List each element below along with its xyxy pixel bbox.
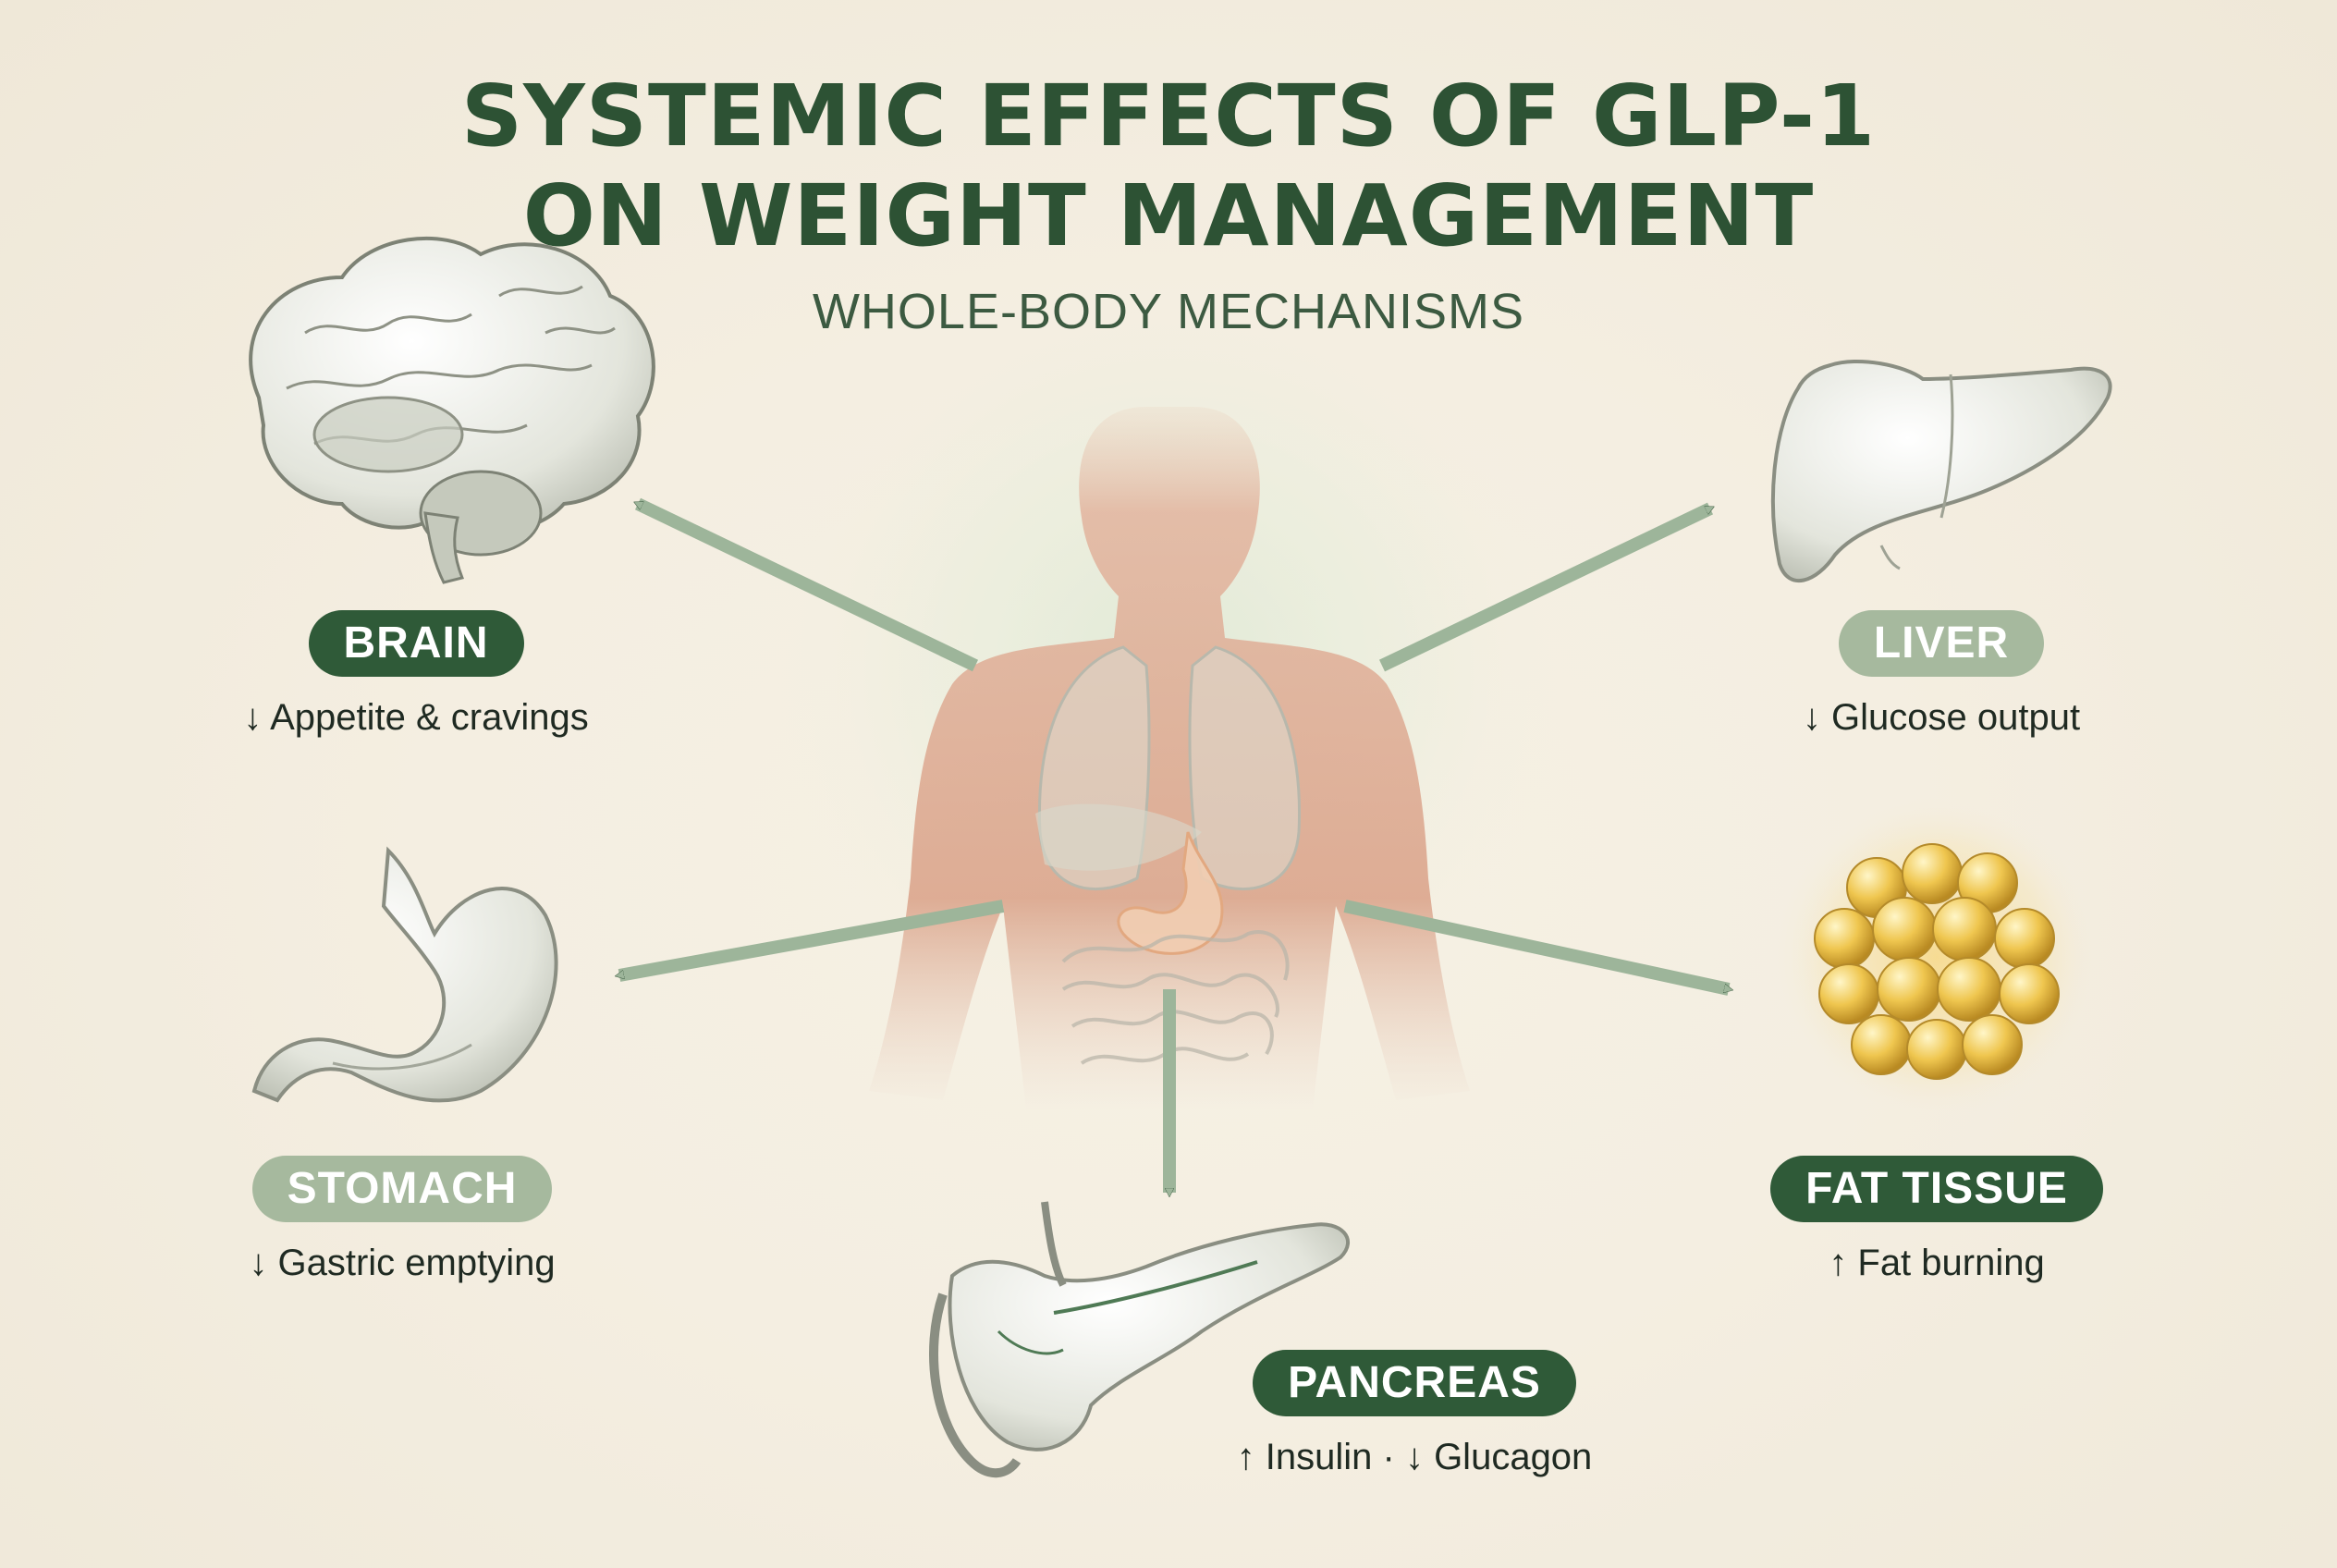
pancreas-illustration (929, 1201, 1350, 1478)
pancreas-effect: ↑ Insulin · ↓ Glucagon (1236, 1437, 1593, 1477)
brain-effect: ↓ Appetite & cravings (243, 697, 589, 738)
arrow-to-fat-tissue (1343, 900, 1729, 996)
liver-illustration (1770, 359, 2112, 583)
liver-badge: LIVER (1838, 610, 2045, 677)
fat-tissue-label-group: FAT TISSUE ↑ Fat burning (1706, 1156, 2168, 1284)
stomach-label-group: STOMACH ↓ Gastric emptying (171, 1156, 633, 1284)
fat-tissue-illustration (1775, 795, 2098, 1119)
arrow-to-liver (1378, 502, 1710, 672)
page-title-line-2: ON WEIGHT MANAGEMENT (522, 166, 1815, 265)
fat-tissue-effect: ↑ Fat burning (1829, 1243, 2045, 1283)
stomach-effect: ↓ Gastric emptying (249, 1243, 556, 1283)
fat-tissue-badge: FAT TISSUE (1770, 1156, 2103, 1222)
brain-label-group: BRAIN ↓ Appetite & cravings (185, 610, 647, 739)
brain-illustration (249, 236, 655, 584)
arrow-to-brain (638, 497, 979, 672)
title-block: SYSTEMIC EFFECTS OF GLP-1 ON WEIGHT MANA… (0, 67, 2337, 340)
liver-effect: ↓ Glucose output (1802, 697, 2081, 738)
arrow-to-stomach (619, 900, 1005, 982)
pancreas-label-group: PANCREAS ↑ Insulin · ↓ Glucagon (1156, 1350, 1673, 1478)
human-torso (869, 407, 1470, 1109)
effect-arrows (619, 497, 1729, 1193)
stomach-illustration (251, 846, 558, 1103)
liver-label-group: LIVER ↓ Glucose output (1710, 610, 2172, 739)
pancreas-badge: PANCREAS (1253, 1350, 1576, 1416)
stomach-badge: STOMACH (251, 1156, 553, 1222)
page-subtitle: WHOLE-BODY MECHANISMS (812, 284, 1525, 339)
page-title-line-1: SYSTEMIC EFFECTS OF GLP-1 (460, 67, 1877, 165)
brain-badge: BRAIN (308, 610, 524, 677)
